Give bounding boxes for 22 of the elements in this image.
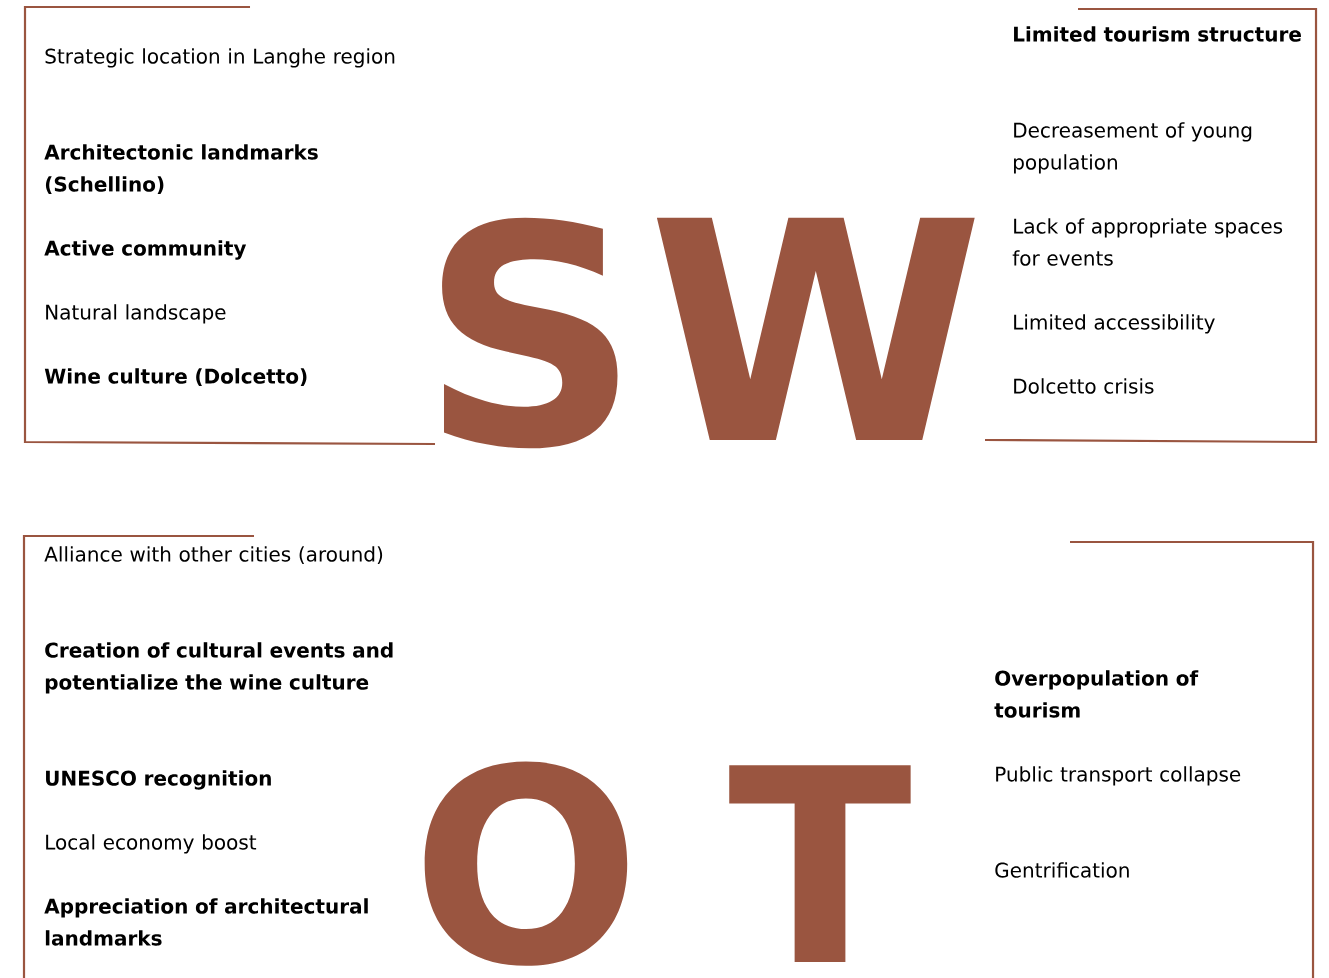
list-item: Overpopulation of tourism xyxy=(994,670,1199,718)
list-item: Architectonic landmarks (Schellino) xyxy=(44,144,318,195)
outlined-letter: W xyxy=(656,217,975,440)
list-item: Strategic location in Langhe region xyxy=(45,48,395,68)
list-item: Gentrification xyxy=(995,862,1129,878)
list-item: Dolcetto crisis xyxy=(1014,378,1154,394)
list-item: Creation of cultural events and potentialize the wine culture xyxy=(45,642,393,694)
list-item: Public transport collapse xyxy=(996,766,1241,786)
list-item: Alliance with other cities (around) xyxy=(44,546,383,565)
outlined-letter: T xyxy=(729,765,911,962)
list-item: Limited tourism structure xyxy=(1014,26,1301,42)
list-item: UNESCO recognition xyxy=(46,770,271,790)
outlined-letter: O xyxy=(424,761,628,966)
list-item: Limited accessibility xyxy=(1014,314,1215,334)
list-item: Wine culture (Dolcetto) xyxy=(44,368,307,387)
list-item: Decreasement of young population xyxy=(1014,122,1252,174)
list-item: Appreciation of architectural landmarks xyxy=(44,898,368,946)
list-item: Lack of appropriate spaces for events xyxy=(1012,218,1283,266)
list-item: Local economy boost xyxy=(46,834,257,854)
list-item: Natural landscape xyxy=(46,304,226,324)
list-item: Active community xyxy=(44,240,247,260)
outlined-letter: S xyxy=(442,217,618,449)
